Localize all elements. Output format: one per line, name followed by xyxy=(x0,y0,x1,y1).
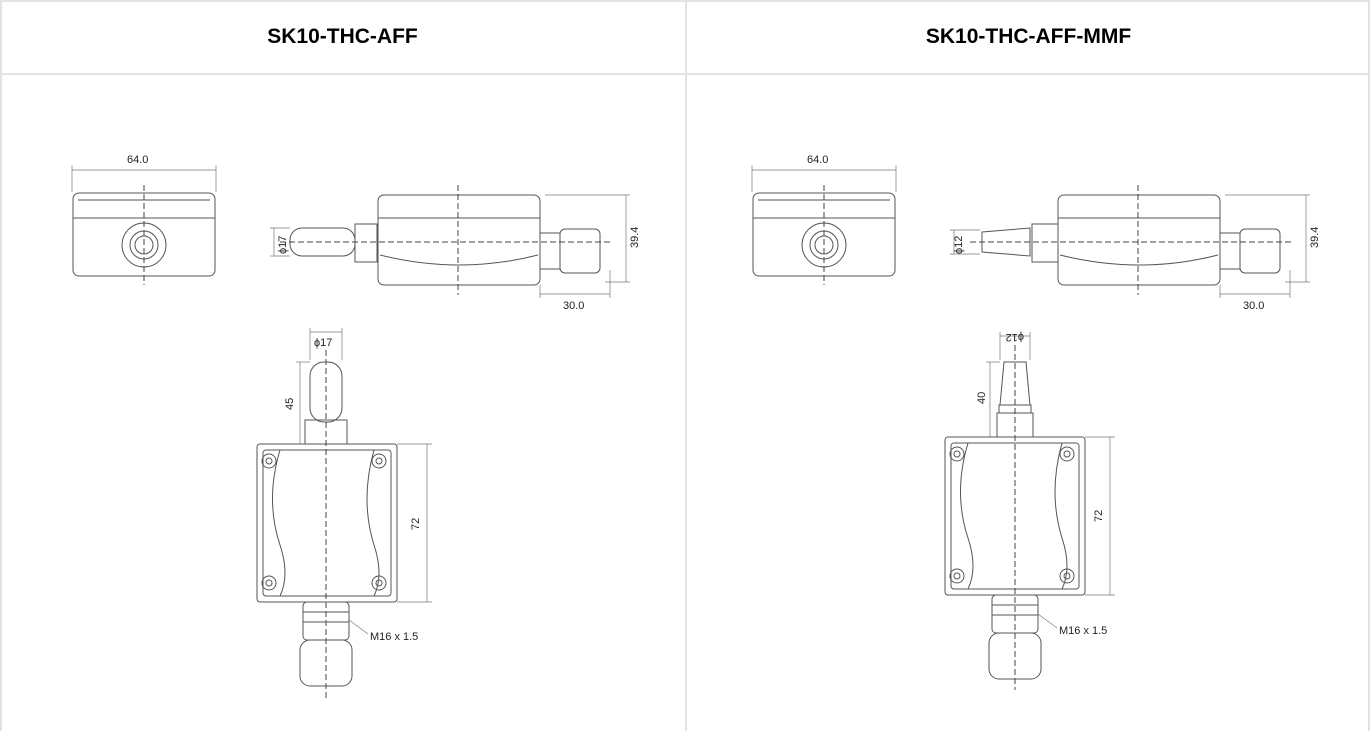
column-title-left: SK10-THC-AFF xyxy=(267,24,418,48)
front-view: 64.0 xyxy=(751,154,897,285)
top-view: ϕ12 40 72 xyxy=(944,331,1115,690)
column-divider xyxy=(685,0,687,731)
dim-thread: M16 x 1.5 xyxy=(370,631,418,643)
dim-probe-len: 40 xyxy=(976,392,988,404)
dim-width: 64.0 xyxy=(807,154,828,166)
column-title-right: SK10-THC-AFF-MMF xyxy=(925,24,1132,48)
front-view: 64.0 xyxy=(71,154,217,285)
dim-probe-dia-top: ϕ17 xyxy=(314,337,332,349)
dim-gland-len: 30.0 xyxy=(1243,300,1264,312)
drawing-aff: 64.0 xyxy=(71,154,641,700)
dim-body-len: 72 xyxy=(410,518,422,530)
dim-probe-dia-top: ϕ12 xyxy=(1006,331,1024,343)
dim-body-len: 72 xyxy=(1093,510,1105,522)
dim-height: 39.4 xyxy=(1309,227,1321,248)
dim-width: 64.0 xyxy=(127,154,148,166)
side-view: ϕ12 30.0 39.4 xyxy=(950,185,1321,312)
dim-thread: M16 x 1.5 xyxy=(1059,625,1107,637)
top-view: ϕ17 45 72 xyxy=(256,328,432,700)
drawing-aff-mmf: 64.0 ϕ1 xyxy=(751,154,1321,690)
dim-probe-len: 45 xyxy=(284,398,296,410)
dim-probe-dia-side: ϕ12 xyxy=(953,236,965,254)
dim-height: 39.4 xyxy=(629,227,641,248)
dim-gland-len: 30.0 xyxy=(563,300,584,312)
side-view: ϕ17 30.0 39.4 xyxy=(270,185,641,312)
dim-probe-dia-side: ϕ17 xyxy=(277,236,289,254)
